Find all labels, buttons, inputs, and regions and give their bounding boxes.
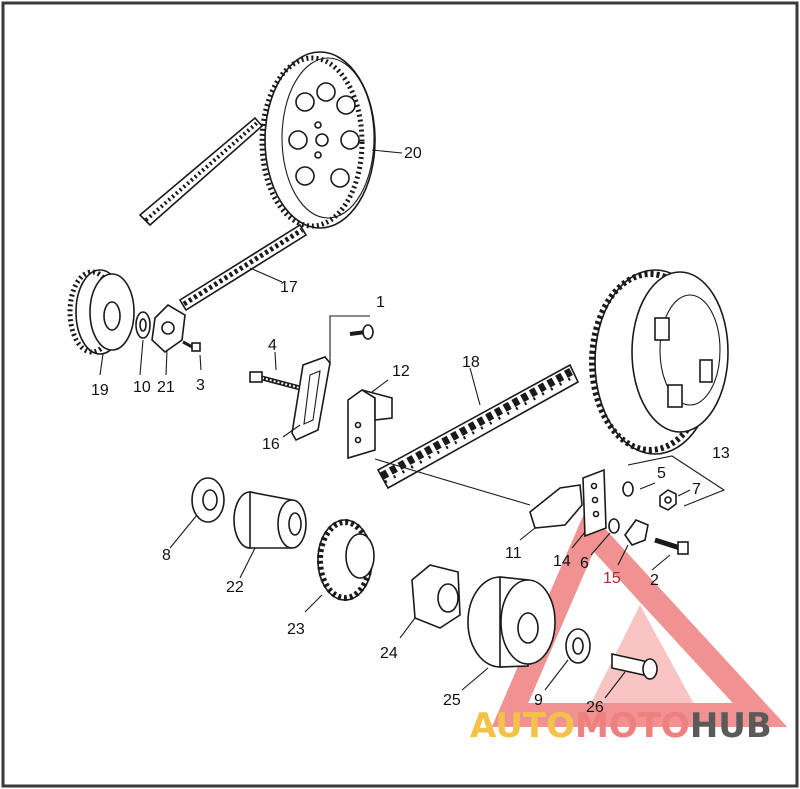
belt-17 xyxy=(178,223,308,312)
washer-10 xyxy=(135,311,151,339)
callout-15: 15 xyxy=(603,570,621,587)
group-bracket-13 xyxy=(627,455,726,507)
callout-1: 1 xyxy=(376,294,385,311)
callout-11: 11 xyxy=(505,545,522,562)
callout-4: 4 xyxy=(268,337,277,354)
callout-8: 8 xyxy=(162,547,171,564)
plate-14 xyxy=(582,468,607,538)
watermark-part-auto: AUTO xyxy=(470,706,575,746)
tensioner-12 xyxy=(347,389,393,460)
callout-5: 5 xyxy=(657,465,666,482)
callout-10: 10 xyxy=(133,379,151,396)
callout-2: 2 xyxy=(650,572,659,589)
callout-18: 18 xyxy=(462,354,480,371)
leader-lines xyxy=(99,149,691,699)
callout-19: 19 xyxy=(91,382,109,399)
primary-chain-18 xyxy=(376,363,580,490)
bolt-2 xyxy=(654,537,689,555)
shoe-11 xyxy=(529,484,583,529)
callout-23: 23 xyxy=(287,621,305,638)
watermark-part-hub: HUB xyxy=(690,706,772,746)
drum-25 xyxy=(467,576,556,668)
clutch-basket xyxy=(589,269,729,455)
screw-1 xyxy=(349,324,374,340)
callout-13: 13 xyxy=(712,445,730,462)
callout-3: 3 xyxy=(196,377,205,394)
watermark-text: AUTOMOTOHUB xyxy=(470,706,772,746)
watermark-part-moto: MOTO xyxy=(575,706,690,746)
sprocket-23 xyxy=(317,519,375,601)
callout-21: 21 xyxy=(157,379,175,396)
screw-3 xyxy=(182,340,201,352)
callout-7: 7 xyxy=(692,481,701,498)
rear-pulley-20 xyxy=(259,51,376,229)
cam-24 xyxy=(411,564,461,629)
washer-9 xyxy=(565,628,591,664)
pin-26 xyxy=(611,653,658,680)
spacer-8 xyxy=(191,477,225,523)
callout-14: 14 xyxy=(553,553,571,570)
callout-labels: 1 2 3 4 5 6 7 8 9 10 11 12 13 14 15 16 1… xyxy=(91,145,730,716)
callout-12: 12 xyxy=(392,363,410,380)
nut-7 xyxy=(659,489,677,511)
front-pulley-19 xyxy=(67,269,135,355)
lock-tab-15 xyxy=(624,519,649,546)
watermark-auto: AUTOMOTOHUB xyxy=(470,706,772,746)
washer-5 xyxy=(622,481,634,497)
washer-6 xyxy=(608,518,620,534)
bolt-4 xyxy=(249,371,301,391)
callout-20: 20 xyxy=(404,145,422,162)
callout-24: 24 xyxy=(380,645,398,662)
hub-22 xyxy=(233,491,307,549)
bracket-16 xyxy=(291,356,331,442)
callout-16: 16 xyxy=(262,436,280,453)
callout-6: 6 xyxy=(580,555,589,572)
belt-upper xyxy=(138,116,264,227)
lock-plate-21 xyxy=(151,303,186,354)
callout-22: 22 xyxy=(226,579,244,596)
callout-17: 17 xyxy=(280,279,298,296)
callout-26: 26 xyxy=(586,699,604,716)
callout-9: 9 xyxy=(534,692,543,709)
callout-25: 25 xyxy=(443,692,461,709)
